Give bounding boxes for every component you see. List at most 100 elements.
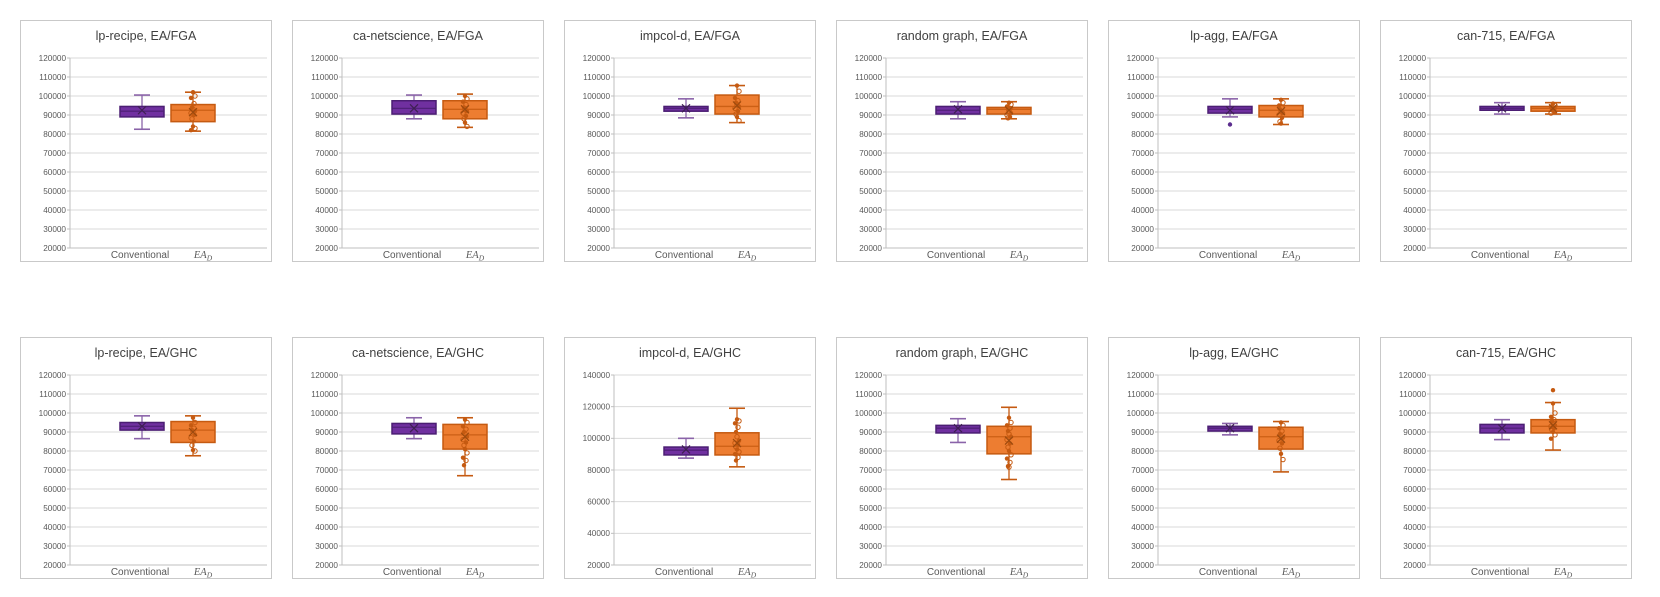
box-series-ead [1258, 97, 1304, 126]
data-point [1550, 401, 1556, 406]
mean-marker [1276, 434, 1286, 444]
data-point [464, 419, 470, 426]
data-point [192, 448, 198, 454]
outlier-point [1550, 388, 1556, 393]
y-tick-label: 120000 [1127, 371, 1155, 380]
data-point [1548, 436, 1554, 441]
data-point [734, 434, 740, 440]
data-point [736, 88, 742, 94]
y-tick-label: 60000 [43, 168, 66, 177]
y-tick-label: 20000 [859, 244, 882, 253]
data-point [460, 436, 466, 443]
data-point [464, 96, 470, 102]
box-series-conventional [935, 100, 981, 120]
mean-marker [188, 107, 198, 117]
data-point [189, 442, 195, 449]
data-point [1008, 452, 1014, 458]
data-point [1006, 100, 1012, 105]
y-tick-label: 90000 [315, 428, 338, 437]
y-tick-label: 80000 [587, 130, 610, 139]
y-tick-label: 50000 [587, 187, 610, 196]
y-tick-label: 30000 [587, 225, 610, 234]
y-tick-label: 110000 [1399, 390, 1426, 399]
y-tick-label: 120000 [1399, 54, 1427, 63]
y-tick-labels: 2000030000400005000060000700008000090000… [583, 54, 611, 253]
mean-marker [1276, 106, 1286, 116]
y-tick-label: 120000 [39, 371, 67, 380]
chart-title: can-715, EA/GHC [1455, 346, 1557, 360]
y-tick-labels: 2000030000400005000060000700008000090000… [1399, 54, 1427, 253]
box-series-ead [442, 93, 488, 130]
y-tick-label: 70000 [315, 466, 338, 475]
mean-marker [1004, 436, 1014, 445]
y-tick-label: 120000 [583, 54, 611, 63]
data-point [735, 454, 741, 461]
y-tick-label: 50000 [1131, 187, 1154, 196]
y-tick-label: 50000 [859, 504, 882, 513]
data-point [190, 124, 196, 129]
data-point [1280, 456, 1286, 463]
y-tick-label: 110000 [39, 390, 66, 399]
y-tick-label: 100000 [1399, 92, 1427, 101]
box-series-ead [1530, 101, 1576, 116]
y-tick-label: 90000 [43, 428, 66, 437]
mean-marker [732, 438, 742, 448]
y-tick-labels: 2000030000400005000060000700008000090000… [311, 54, 339, 253]
y-tick-label: 40000 [1131, 523, 1154, 532]
data-point [188, 435, 194, 441]
mean-marker [409, 423, 419, 433]
y-tick-label: 20000 [315, 561, 338, 570]
y-tick-label: 110000 [311, 73, 338, 82]
data-point [192, 419, 198, 426]
category-label-ead: EAD [193, 250, 213, 261]
box-series-ead [986, 100, 1032, 121]
mean-marker [732, 101, 742, 110]
y-tick-labels: 2000030000400005000060000700008000090000… [1127, 371, 1155, 570]
mean-marker [1225, 105, 1235, 115]
box-series-conventional [119, 415, 165, 440]
y-tick-label: 40000 [859, 523, 882, 532]
chart-title: impcol-d, EA/FGA [639, 29, 741, 43]
y-tick-label: 120000 [855, 54, 883, 63]
y-tick-label: 120000 [311, 54, 339, 63]
box-series-ead [1530, 388, 1576, 451]
data-point [1005, 115, 1011, 121]
y-tick-label: 70000 [1131, 149, 1154, 158]
mean-marker [1004, 105, 1014, 115]
y-tick-label: 100000 [855, 92, 883, 101]
y-tick-labels: 2000030000400005000060000700008000090000… [39, 54, 67, 253]
y-tick-label: 100000 [39, 409, 67, 418]
category-label-ead: EAD [465, 567, 485, 578]
data-point [463, 457, 469, 464]
iqr-box [935, 424, 981, 434]
box-series-ead [986, 406, 1032, 481]
y-tick-label: 50000 [315, 187, 338, 196]
y-tick-label: 70000 [1403, 466, 1426, 475]
y-tick-labels: 2000030000400005000060000700008000090000… [855, 371, 883, 570]
y-tick-label: 30000 [315, 542, 338, 551]
y-tick-label: 60000 [1403, 168, 1426, 177]
category-label-ead: EAD [1009, 567, 1029, 578]
chart-title: random graph, EA/GHC [895, 346, 1029, 360]
chart-title: can-715, EA/FGA [1457, 29, 1555, 43]
y-tick-label: 70000 [859, 466, 882, 475]
mean-marker [1497, 423, 1507, 433]
y-gridlines [611, 374, 811, 566]
mean-marker [409, 103, 419, 113]
y-tick-label: 110000 [855, 73, 882, 82]
mean-marker [953, 423, 963, 433]
y-tick-label: 20000 [315, 244, 338, 253]
data-point [732, 421, 738, 426]
data-point [189, 116, 195, 122]
y-tick-label: 60000 [315, 168, 338, 177]
mean-marker [460, 104, 470, 114]
box-series-ead [714, 83, 760, 124]
data-point [190, 415, 196, 420]
